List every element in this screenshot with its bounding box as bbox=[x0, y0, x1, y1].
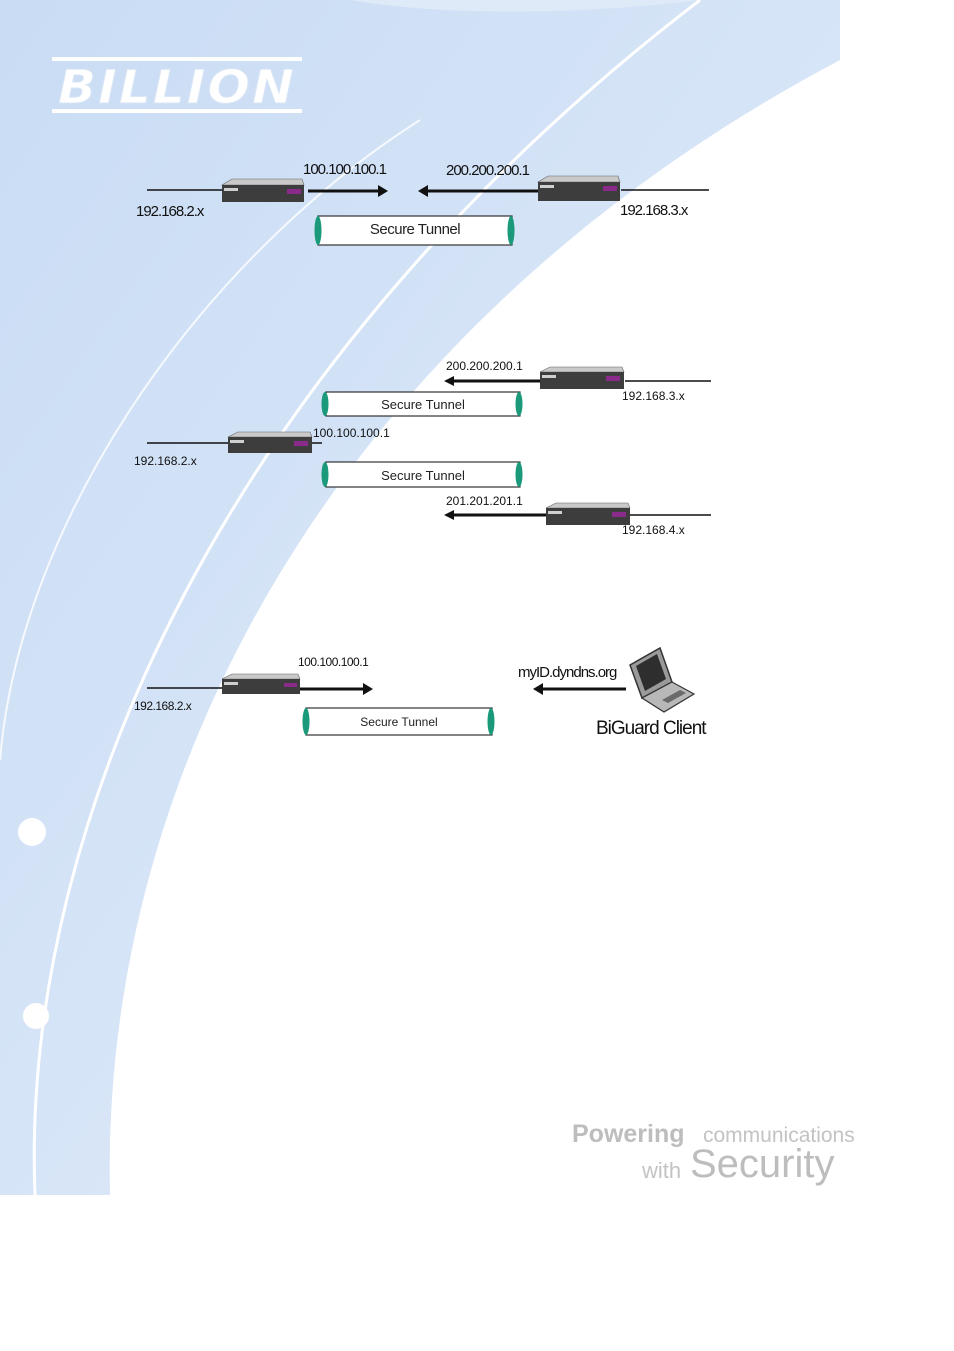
decor-dot bbox=[23, 1003, 49, 1029]
tagline-security: Security bbox=[690, 1142, 835, 1186]
diagram-1 bbox=[147, 175, 709, 246]
diagram1-wan-right-ip: 200.200.200.1 bbox=[446, 162, 530, 179]
router-left-2 bbox=[227, 431, 313, 453]
tunnel-2-top bbox=[321, 391, 523, 417]
logo-text: BILLION bbox=[58, 60, 296, 114]
diagram2-tunnel-bottom-label: Secure Tunnel bbox=[381, 468, 465, 483]
tunnel-1 bbox=[314, 215, 515, 246]
router-top bbox=[539, 366, 625, 389]
router-left bbox=[220, 178, 305, 202]
diagram3-lan-left: 192.168.2.x bbox=[134, 699, 192, 713]
diagram2-lan-top: 192.168.3.x bbox=[622, 389, 685, 403]
diagram3-tunnel-label: Secure Tunnel bbox=[360, 715, 438, 729]
diagram-2 bbox=[147, 366, 711, 525]
billion-logo: BILLION bbox=[52, 57, 302, 115]
diagram2-lan-left: 192.168.2.x bbox=[134, 454, 197, 468]
router-right bbox=[536, 175, 621, 201]
tunnel-2-bottom bbox=[321, 461, 523, 488]
tagline-with: with bbox=[642, 1158, 682, 1183]
tagline-communications: communications bbox=[703, 1124, 855, 1147]
diagram1-wan-left-ip: 100.100.100.1 bbox=[303, 161, 387, 178]
diagram2-tunnel-top-label: Secure Tunnel bbox=[381, 397, 465, 412]
router-left-3 bbox=[221, 673, 301, 694]
decor-dot bbox=[18, 818, 46, 846]
biguard-client-label: BiGuard Client bbox=[596, 718, 707, 739]
diagram1-lan-left: 192.168.2.x bbox=[136, 203, 204, 220]
diagram1-lan-right: 192.168.3.x bbox=[620, 202, 688, 219]
diagram2-wan-bottom-ip: 201.201.201.1 bbox=[446, 494, 523, 508]
diagram1-tunnel-label: Secure Tunnel bbox=[369, 221, 461, 238]
diagram2-wan-top-ip: 200.200.200.1 bbox=[446, 359, 523, 373]
diagram2-wan-center-ip: 100.100.100.1 bbox=[313, 426, 390, 440]
tunnel-3 bbox=[302, 707, 495, 736]
tagline-powering: Powering bbox=[572, 1120, 685, 1148]
diagram-3 bbox=[147, 646, 696, 736]
diagram3-remote-host: myID.dyndns.org bbox=[518, 664, 617, 681]
diagram3-wan-left-ip: 100.100.100.1 bbox=[298, 655, 369, 669]
diagram2-lan-bottom: 192.168.4.x bbox=[622, 523, 685, 537]
router-bottom bbox=[545, 502, 631, 525]
laptop-icon bbox=[629, 646, 696, 713]
